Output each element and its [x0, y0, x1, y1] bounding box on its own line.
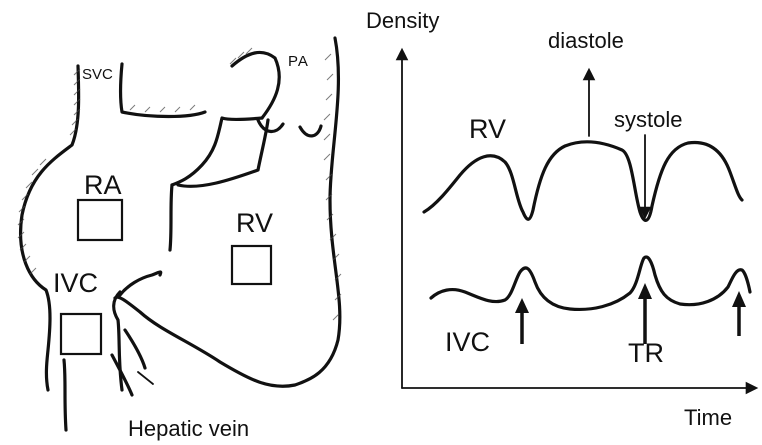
rv-curve-label: RV	[469, 116, 506, 143]
rv-label: RV	[236, 210, 273, 237]
density-axis-label: Density	[366, 10, 439, 32]
hepatic-vein-label: Hepatic vein	[128, 418, 249, 440]
ra-roi-box	[78, 200, 122, 240]
rv-density-curve	[424, 142, 742, 220]
hepatic-leader	[138, 372, 153, 384]
rv-roi-box	[232, 246, 271, 284]
pa-label: PA	[288, 54, 309, 69]
ivc-roi-box	[61, 314, 101, 354]
heart-outline	[21, 38, 340, 430]
time-axis-label: Time	[684, 407, 732, 429]
systole-label: systole	[614, 109, 682, 131]
diastole-label: diastole	[548, 30, 624, 52]
tr-label: TR	[628, 340, 664, 367]
ivc-label: IVC	[53, 270, 98, 297]
ivc-curve-label: IVC	[445, 329, 490, 356]
svc-label: SVC	[82, 67, 113, 82]
ivc-density-curve	[431, 257, 750, 309]
ra-label: RA	[84, 172, 122, 199]
